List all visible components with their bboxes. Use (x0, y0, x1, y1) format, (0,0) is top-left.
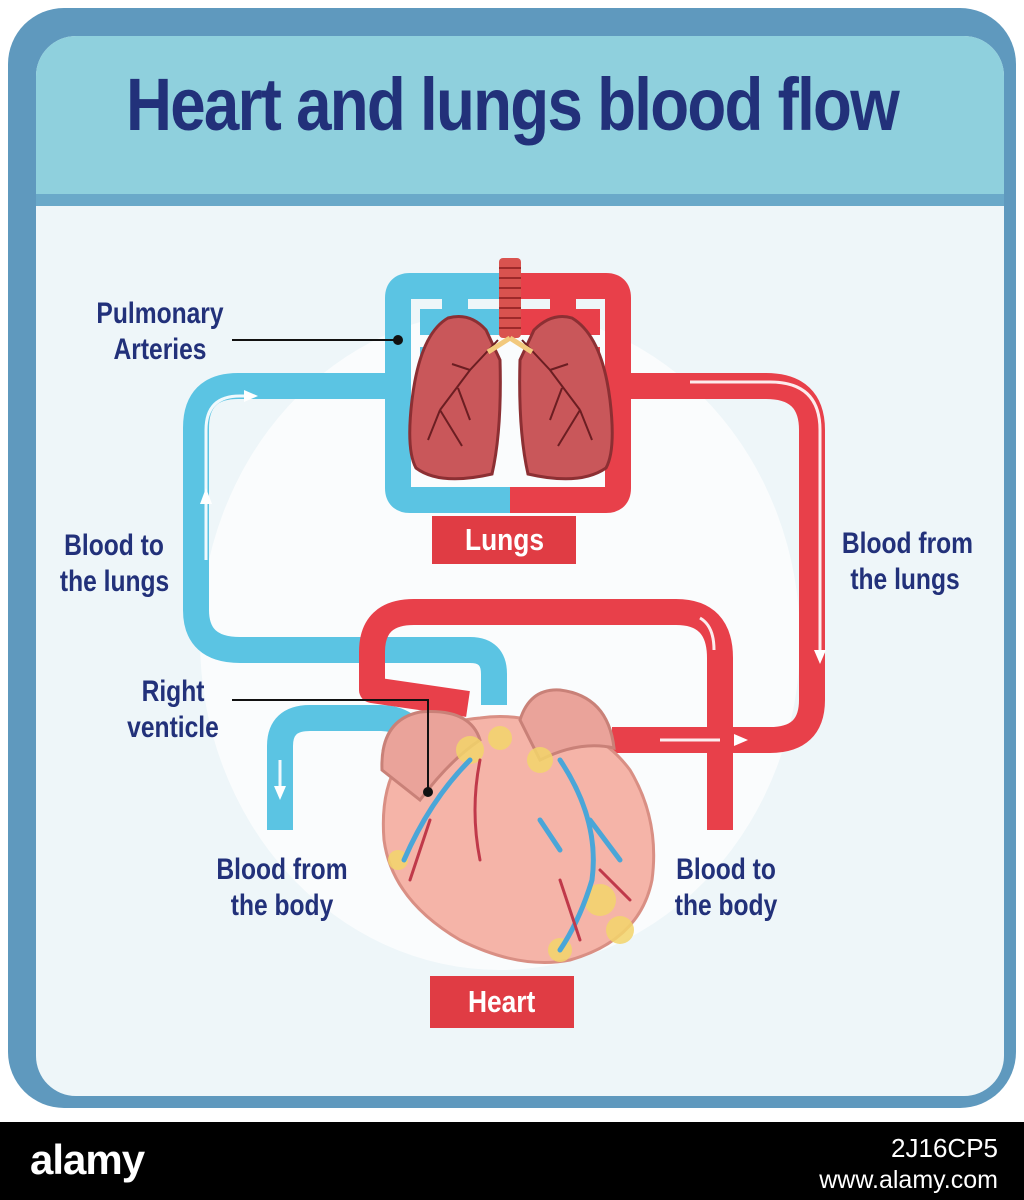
label-pulmonary-arteries: Pulmonary Arteries (96, 297, 224, 366)
arrow-right-icon (244, 390, 258, 402)
arrow-right-icon (734, 734, 748, 746)
brand-logo: alamy (30, 1136, 145, 1183)
trachea (499, 258, 521, 338)
page-title: Heart and lungs blood flow (126, 63, 900, 146)
label-blood-from-lungs: Blood from the lungs (841, 527, 974, 596)
image-id: 2J16CP5 (891, 1133, 998, 1163)
site-url: www.alamy.com (819, 1166, 998, 1194)
watermark-footer: alamy 2J16CP5 www.alamy.com (0, 1122, 1024, 1200)
pointer-lines (232, 335, 433, 797)
arrow-down-icon (274, 786, 286, 800)
heart-tag: Heart (430, 976, 574, 1028)
arrow-down-icon (814, 650, 826, 664)
heart-illustration (380, 688, 656, 964)
blood-flow-diagram (183, 258, 826, 970)
label-blood-to-lungs: Blood to the lungs (59, 529, 170, 598)
label-blood-to-body: Blood to the body (674, 853, 778, 922)
label-right-ventricle: Right venticle (127, 675, 219, 744)
label-blood-from-body: Blood from the body (216, 853, 348, 922)
lungs-illustration (408, 315, 614, 481)
lungs-tag: Lungs (432, 516, 576, 564)
arrow-up-icon (200, 488, 212, 504)
title-band (36, 36, 1004, 206)
image-credit: 2J16CP5 www.alamy.com (819, 1132, 998, 1196)
red-vessels (359, 273, 825, 830)
